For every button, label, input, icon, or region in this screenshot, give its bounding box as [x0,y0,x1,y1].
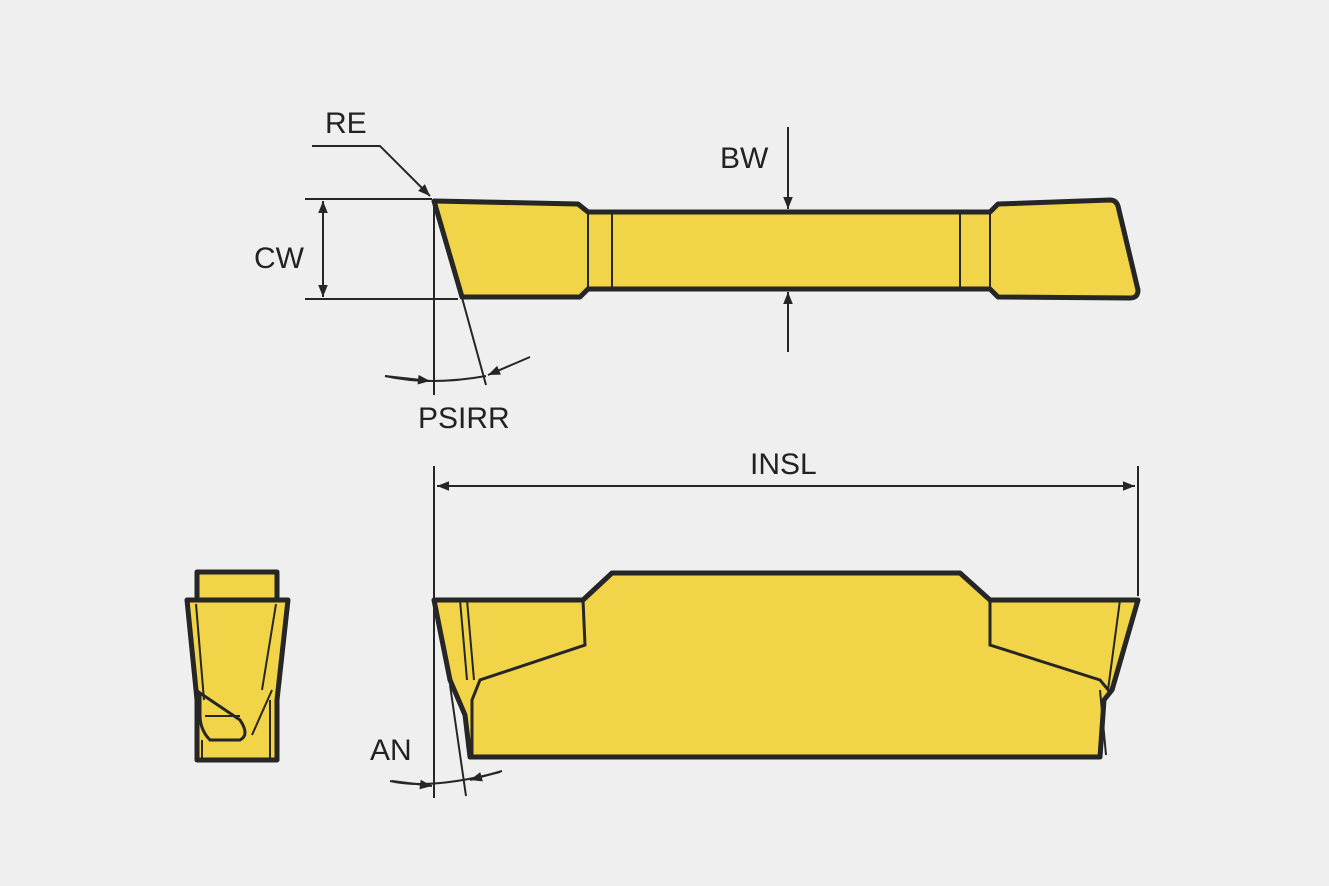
re-label: RE [325,107,367,140]
psirr-dimension [384,202,531,395]
an-label: AN [370,734,412,767]
insl-label: INSL [750,448,817,481]
an-dimension [389,684,503,797]
re-dimension [312,145,431,197]
cw-dimension [305,198,458,300]
insert-top-view [431,197,1141,301]
insert-side-view [431,570,1141,760]
bw-label: BW [720,142,769,175]
cw-label: CW [254,242,305,275]
insl-dimension [433,466,1139,798]
psirr-label: PSIRR [418,402,510,435]
insert-end-view [184,569,291,763]
